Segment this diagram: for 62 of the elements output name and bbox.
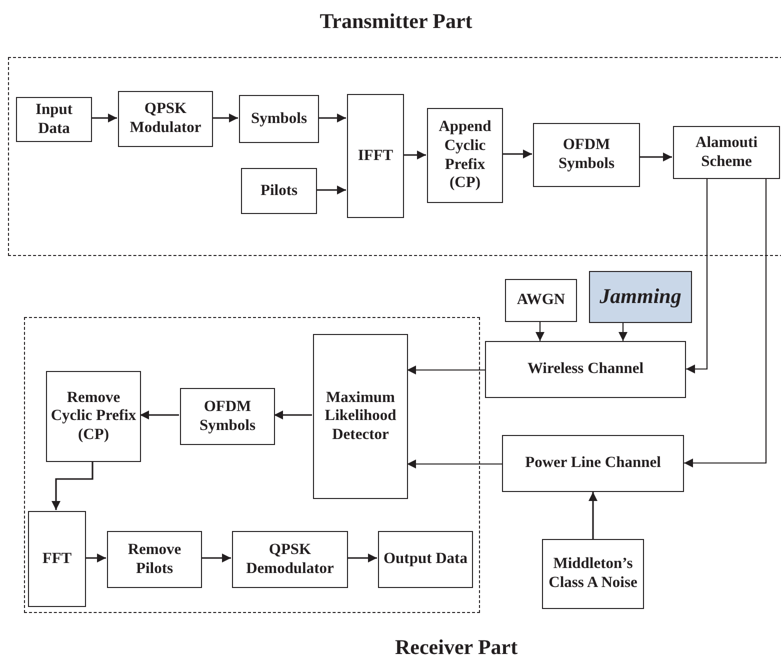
arrow (140, 410, 179, 420)
box-label: Output Data (382, 550, 468, 569)
arrow (347, 554, 377, 562)
process-box (313, 334, 408, 499)
box-label: Input Data (34, 100, 74, 138)
box-label: Middleton’s Class A Noise (548, 555, 638, 593)
arrow (618, 323, 628, 341)
arrow (85, 554, 106, 562)
box-label: Pilots (259, 182, 299, 200)
box-label: FFT (41, 550, 73, 568)
arrow (316, 186, 346, 194)
process-box (505, 279, 577, 322)
arrow (52, 461, 94, 510)
arrow (588, 492, 598, 539)
process-box (46, 371, 141, 462)
process-box (589, 271, 692, 323)
section-heading: Receiver Part (395, 635, 518, 660)
box-label: Remove Cyclic Prefix (CP) (50, 388, 138, 444)
box-label: Alamouti Scheme (694, 134, 758, 172)
arrow (407, 366, 485, 374)
box-label: Append Cyclic Prefix (CP) (438, 118, 492, 193)
process-box (241, 168, 317, 214)
arrow (91, 114, 117, 122)
box-label: Power Line Channel (524, 454, 662, 473)
box-label: Symbols (250, 110, 308, 128)
process-box (239, 95, 319, 143)
process-box (427, 108, 503, 203)
box-label: QPSK Modulator (128, 100, 202, 138)
arrow (536, 322, 544, 341)
box-label: IFFT (356, 146, 394, 166)
arrow (201, 554, 231, 562)
arrow (684, 178, 767, 468)
arrow (274, 410, 312, 420)
box-label: Wireless Channel (526, 360, 645, 379)
box-label: Maximum Likelihood Detector (324, 388, 398, 444)
box-label: OFDM Symbols (558, 136, 616, 174)
box-label: QPSK Demodulator (245, 540, 335, 578)
process-box (485, 341, 686, 398)
arrow (318, 114, 346, 122)
process-box (502, 435, 684, 492)
arrow (403, 150, 426, 160)
process-box (378, 531, 473, 588)
process-box (118, 91, 213, 147)
arrow (212, 114, 238, 122)
arrow (686, 178, 708, 374)
arrow (502, 150, 532, 158)
process-box (16, 97, 92, 142)
box-label: OFDM Symbols (198, 398, 256, 436)
process-box (28, 511, 86, 607)
process-box (542, 539, 644, 609)
process-box (180, 388, 275, 445)
box-label: AWGN (516, 291, 566, 310)
process-box (107, 531, 202, 588)
process-box (673, 126, 780, 179)
process-box (533, 123, 640, 187)
section-heading: Transmitter Part (318, 9, 474, 34)
arrow (639, 152, 672, 162)
box-label: Remove Pilots (126, 540, 182, 578)
arrow (407, 460, 502, 468)
process-box (232, 531, 348, 588)
process-box (347, 94, 404, 218)
box-label: Jamming (598, 284, 682, 310)
